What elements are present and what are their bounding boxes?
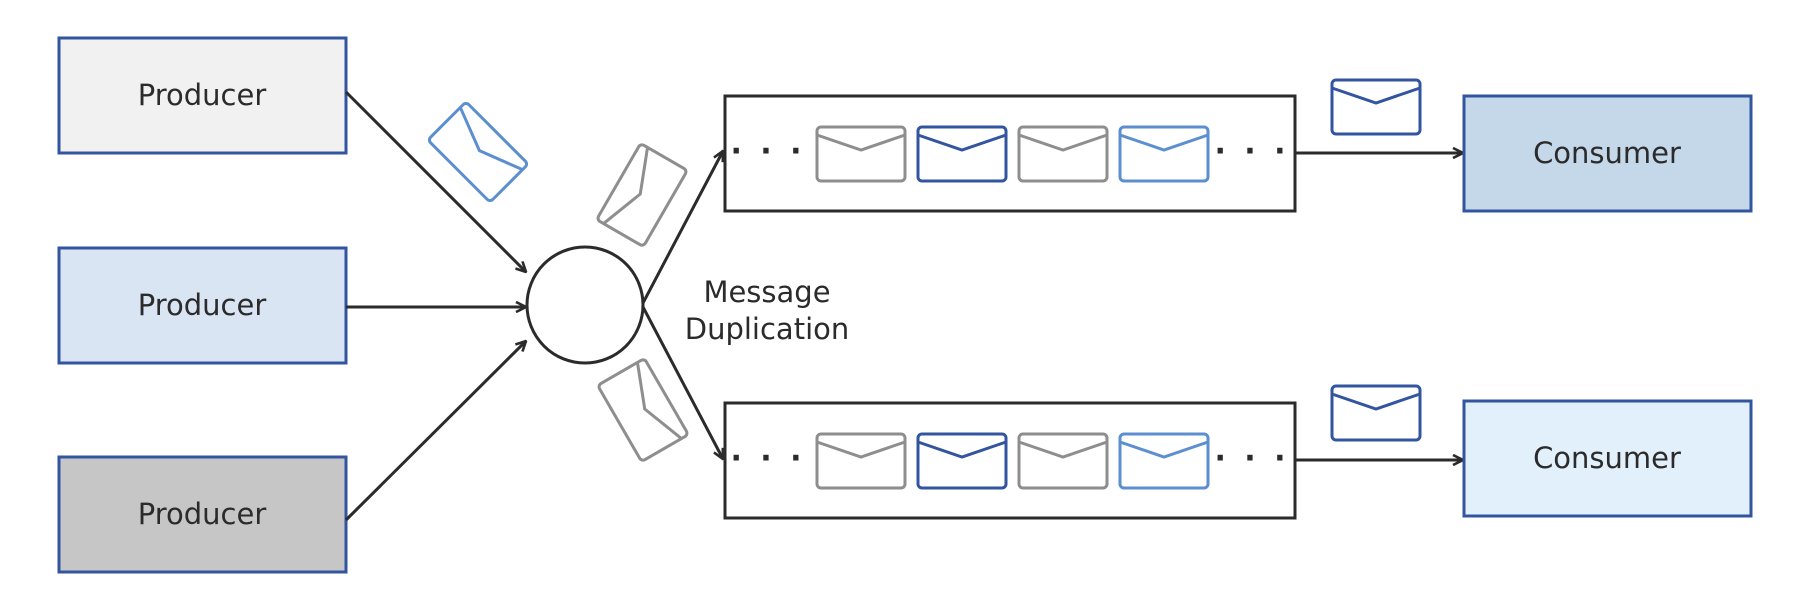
queue-ellipsis-right: · · · (1214, 441, 1289, 476)
duplication-label-line2: Duplication (685, 312, 850, 346)
envelope-icon (1118, 125, 1210, 183)
producer-label: Producer (138, 497, 267, 531)
envelope-icon (815, 432, 907, 490)
duplication-label-line1: Message (703, 275, 830, 309)
arrow-producer-1-to-router (344, 90, 526, 272)
consumer-box-1: Consumer (1462, 94, 1753, 213)
consumer-label: Consumer (1533, 136, 1681, 170)
envelope-icon (1330, 78, 1422, 136)
envelope-icon (1118, 432, 1210, 490)
consumer-box-2: Consumer (1462, 399, 1753, 518)
producer-box-1: Producer (57, 36, 348, 155)
envelope-icon (815, 125, 907, 183)
envelope-icon (596, 143, 688, 247)
envelope-icon (1017, 125, 1109, 183)
producer-label: Producer (138, 78, 267, 112)
envelope-icon (427, 101, 529, 203)
envelope-icon (1017, 432, 1109, 490)
arrow-router-to-queue-bottom (641, 306, 723, 459)
router-circle (525, 245, 645, 365)
queue-top: · · · · · · (723, 94, 1297, 213)
envelope-icon (916, 125, 1008, 183)
arrow-router-to-queue-top (641, 151, 723, 304)
queue-ellipsis-left: · · · (730, 134, 805, 169)
consumer-label: Consumer (1533, 441, 1681, 475)
producer-box-2: Producer (57, 246, 348, 365)
duplication-label: Message Duplication (685, 275, 850, 346)
producer-box-3: Producer (57, 455, 348, 574)
envelope-icon (1330, 384, 1422, 442)
queue-bottom: · · · · · · (723, 401, 1297, 520)
envelope-icon (597, 358, 689, 462)
queue-ellipsis-left: · · · (730, 441, 805, 476)
producer-label: Producer (138, 288, 267, 322)
arrow-producer-3-to-router (344, 341, 526, 522)
envelope-icon (916, 432, 1008, 490)
queue-ellipsis-right: · · · (1214, 134, 1289, 169)
